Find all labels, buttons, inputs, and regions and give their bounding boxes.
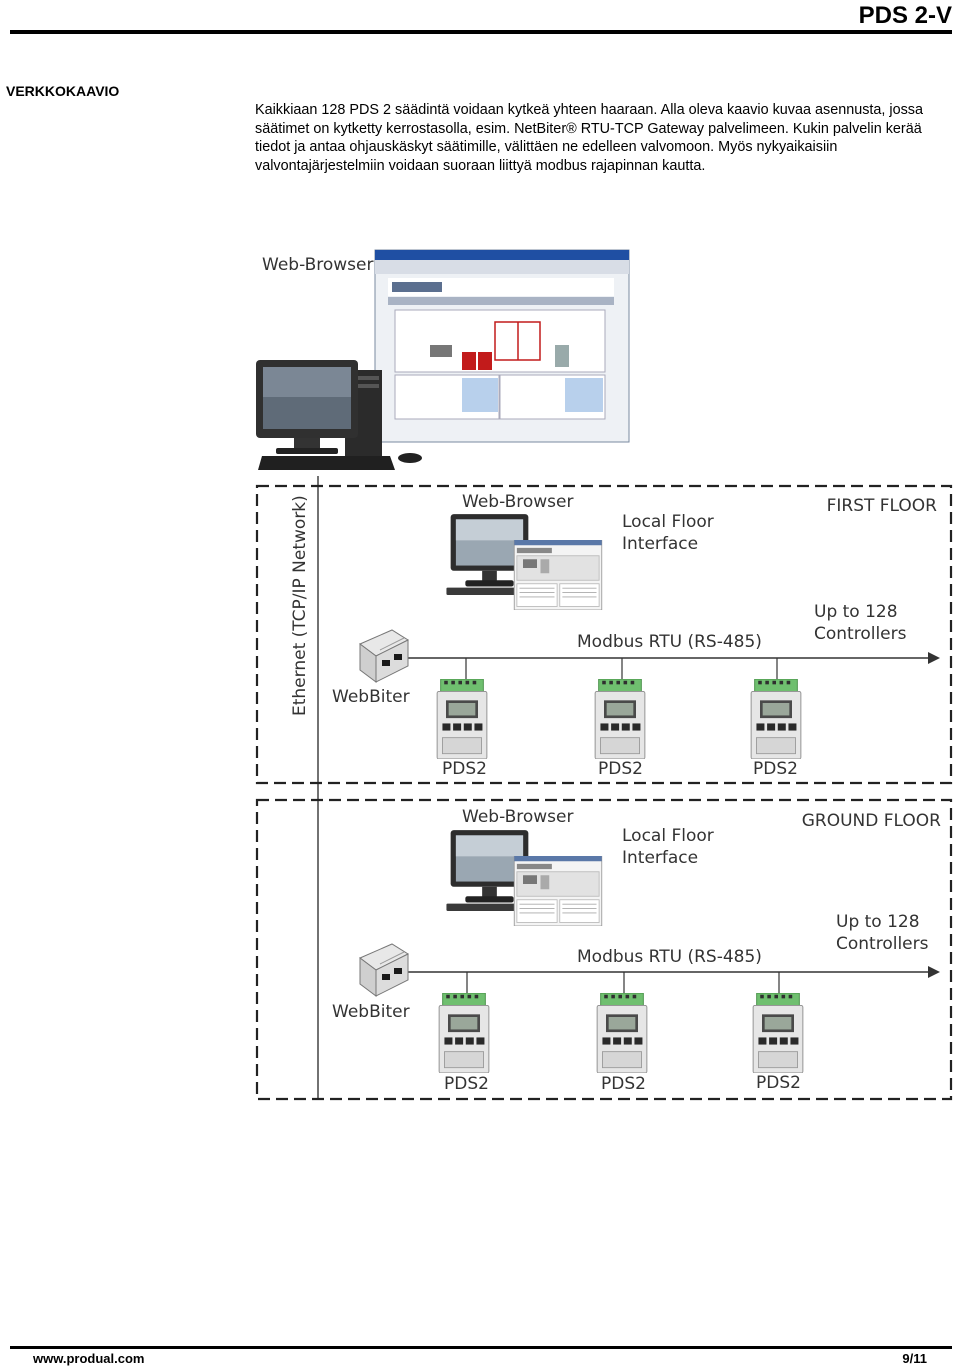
first-floor-pds2-icon-3 — [750, 679, 802, 759]
first-floor-interface-label-2: Interface — [622, 534, 698, 554]
first-floor-device-label-1: PDS2 — [442, 759, 487, 779]
header-rule — [10, 30, 952, 34]
first-floor-device-label-3: PDS2 — [753, 759, 798, 779]
ground-floor-gateway-label: WebBiter — [332, 1002, 410, 1022]
webbiter-screenshot — [374, 249, 630, 443]
first-floor-browser-label: Web-Browser — [462, 492, 573, 512]
first-floor-pds2-icon-1 — [436, 679, 488, 759]
top-computer — [256, 360, 422, 470]
ground-floor-bus-arrow — [928, 966, 940, 978]
ground-floor-panel: GROUND FLOOR Web-Browser Local Floor Int… — [255, 798, 953, 1101]
section-title: VERKKOKAAVIO — [6, 83, 120, 99]
footer-url: www.produal.com — [33, 1351, 145, 1366]
first-floor-capacity-label-2: Controllers — [814, 624, 907, 644]
ground-floor-device-label-1: PDS2 — [444, 1074, 489, 1094]
ground-floor-label: GROUND FLOOR — [802, 811, 941, 831]
first-floor-interface-label-1: Local Floor — [622, 512, 714, 532]
footer-rule — [10, 1346, 952, 1349]
first-floor-bus-label: Modbus RTU (RS-485) — [577, 632, 762, 652]
first-floor-interface-screenshot — [513, 540, 603, 610]
ground-floor-device-label-3: PDS2 — [756, 1073, 801, 1093]
page-number: 9/11 — [902, 1351, 927, 1366]
first-floor-device-label-2: PDS2 — [598, 759, 643, 779]
first-floor-gateway-icon — [359, 629, 409, 683]
ground-floor-bus-label: Modbus RTU (RS-485) — [577, 947, 762, 967]
ground-floor-device-label-2: PDS2 — [601, 1074, 646, 1094]
first-floor-panel: FIRST FLOOR Web-Browser Local Floor Inte… — [255, 484, 953, 785]
first-floor-gateway-label: WebBiter — [332, 687, 410, 707]
ground-floor-pds2-icon-3 — [752, 993, 804, 1073]
ground-floor-interface-label-2: Interface — [622, 848, 698, 868]
ground-floor-capacity-label-2: Controllers — [836, 934, 929, 954]
intro-paragraph: Kaikkiaan 128 PDS 2 säädintä voidaan kyt… — [255, 102, 924, 174]
top-web-browser: Web-Browser — [256, 249, 630, 470]
first-floor-label: FIRST FLOOR — [827, 496, 938, 516]
ground-floor-capacity-label-1: Up to 128 — [836, 912, 920, 932]
ground-floor-interface-label-1: Local Floor — [622, 826, 714, 846]
top-browser-label: Web-Browser — [262, 255, 373, 275]
first-floor-bus-arrow — [928, 652, 940, 664]
ground-floor-gateway-icon — [359, 943, 409, 997]
first-floor-pds2-icon-2 — [594, 679, 646, 759]
ethernet-label: Ethernet (TCP/IP Network) — [290, 495, 310, 716]
first-floor-capacity-label-1: Up to 128 — [814, 602, 898, 622]
ground-floor-browser-label: Web-Browser — [462, 807, 573, 827]
ground-floor-pds2-icon-1 — [438, 993, 490, 1073]
ground-floor-interface-screenshot — [513, 856, 603, 926]
document-title: PDS 2-V — [858, 2, 952, 29]
ground-floor-pds2-icon-2 — [596, 993, 648, 1073]
